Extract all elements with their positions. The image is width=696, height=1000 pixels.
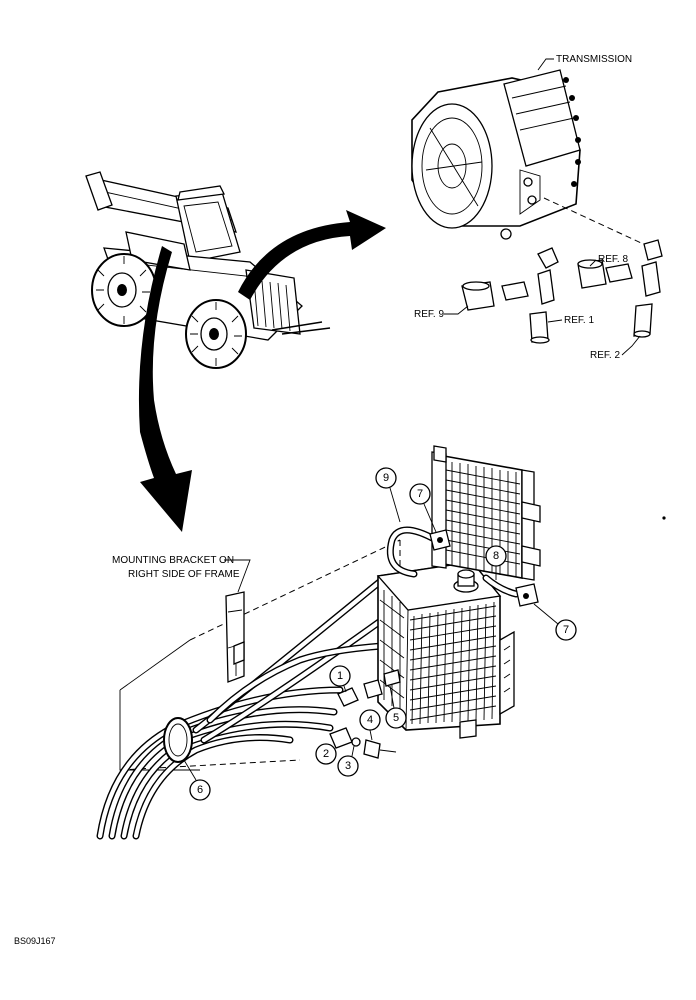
callout-9: 9	[375, 467, 401, 523]
callout-7-upper: 7	[409, 483, 437, 533]
callout-2: 2	[315, 743, 337, 765]
svg-text:9: 9	[383, 472, 389, 484]
svg-text:1: 1	[337, 670, 343, 682]
callout-4: 4	[359, 709, 381, 741]
callout-1: 1	[329, 665, 351, 693]
transmission-label: TRANSMISSION	[556, 54, 632, 65]
callout-7-lower: 7	[533, 603, 577, 641]
svg-text:7: 7	[417, 488, 423, 500]
ref8-label: REF. 8	[598, 254, 628, 265]
svg-text:6: 6	[197, 784, 203, 796]
fittings-1-5	[329, 669, 401, 759]
mounting-bracket	[225, 591, 245, 683]
telehandler-illustration	[85, 171, 331, 369]
bracket-label-line1: MOUNTING BRACKET ON	[112, 555, 234, 566]
hose-9	[386, 526, 440, 578]
callout-3: 3	[337, 745, 359, 777]
oil-cooler	[431, 445, 541, 581]
fittings-7	[429, 529, 539, 607]
svg-text:4: 4	[367, 714, 373, 726]
ref2-label: REF. 2	[590, 350, 620, 361]
callout-8: 8	[485, 545, 507, 580]
transmission-fittings	[461, 239, 663, 344]
transmission-leader	[537, 58, 554, 71]
callout-6: 6	[183, 759, 211, 801]
figure-id: BS09J167	[14, 936, 56, 946]
callout-5: 5	[385, 685, 407, 729]
transmission-illustration	[411, 69, 581, 240]
svg-text:2: 2	[323, 748, 329, 760]
svg-text:5: 5	[393, 712, 399, 724]
arrow-to-cooler	[138, 246, 192, 532]
svg-text:3: 3	[345, 760, 351, 772]
svg-text:7: 7	[563, 624, 569, 636]
hose-8	[482, 574, 520, 598]
ref9-label: REF. 9	[414, 309, 444, 320]
bracket-label-line2: RIGHT SIDE OF FRAME	[128, 569, 240, 580]
arrow-to-transmission	[238, 210, 386, 300]
ref1-label: REF. 1	[564, 315, 594, 326]
hose-bundle	[96, 576, 386, 840]
svg-text:8: 8	[493, 550, 499, 562]
